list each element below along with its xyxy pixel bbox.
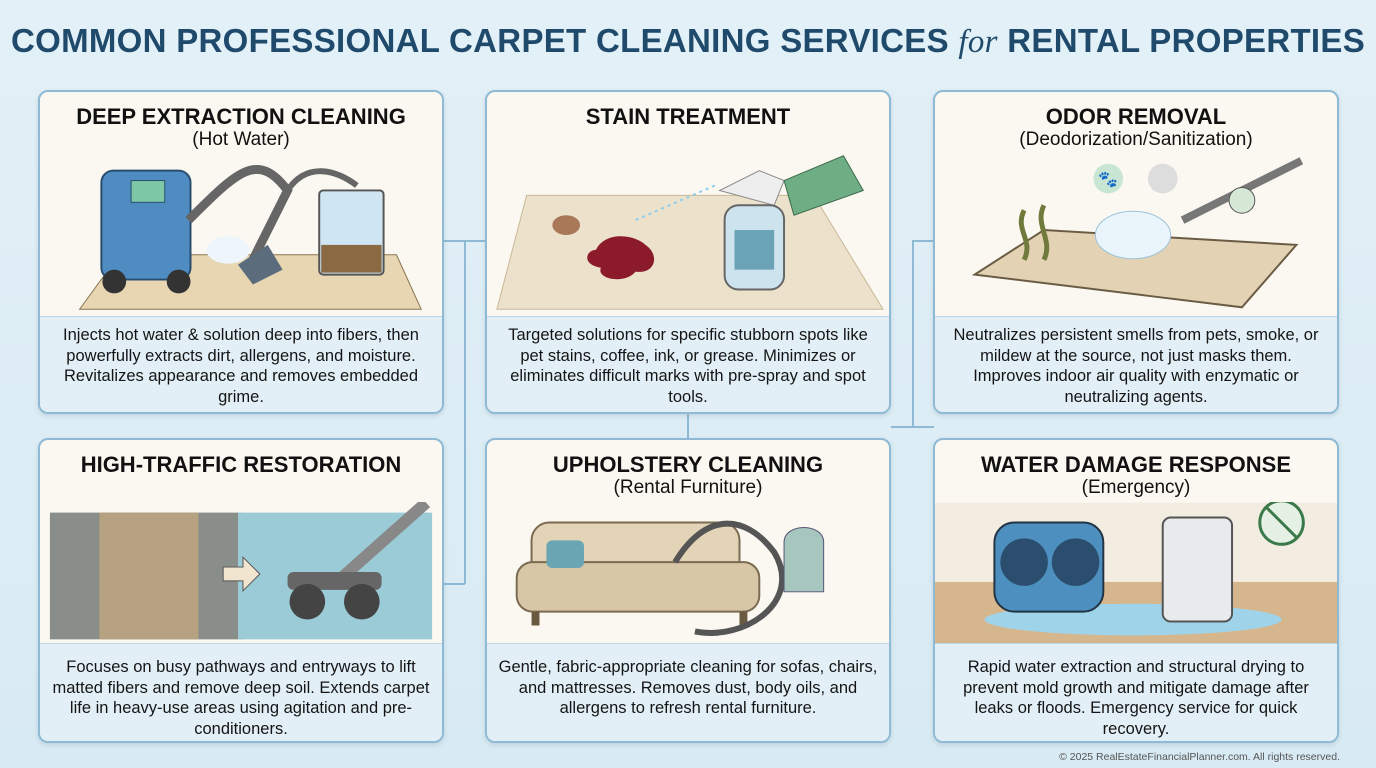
card-title: DEEP EXTRACTION CLEANING [76,104,406,129]
title-connector: for [958,24,998,60]
card-subtitle: (Hot Water) [192,129,290,150]
card-description: Targeted solutions for specific stubborn… [487,316,889,412]
page-title: COMMON PROFESSIONAL CARPET CLEANING SERV… [0,22,1376,61]
connector-line [912,240,914,427]
extraction-machine-icon [78,164,422,310]
card-subtitle: (Deodorization/Sanitization) [1019,129,1253,150]
card-description: Injects hot water & solution deep into f… [40,316,442,412]
card-title: UPHOLSTERY CLEANING [552,452,824,477]
card-subtitle: (Rental Furniture) [613,477,763,498]
card-water-damage-response: WATER DAMAGE RESPONSE(Emergency) Rapid w… [933,438,1339,743]
svg-text:🐾: 🐾 [1098,172,1118,189]
card-title: WATER DAMAGE RESPONSE [980,452,1292,477]
carpet-brush-icon [49,502,433,640]
card-subtitle: (Emergency) [1081,477,1191,498]
connector-line [443,583,465,585]
card-description: Neutralizes persistent smells from pets,… [935,316,1337,412]
card-high-traffic-restoration: HIGH-TRAFFIC RESTORATION Focuses on busy… [38,438,444,743]
card-description: Rapid water extraction and structural dr… [935,643,1337,741]
card-deep-extraction: DEEP EXTRACTION CLEANING(Hot Water) Inje… [38,90,444,414]
card-title: STAIN TREATMENT [585,104,791,129]
title-main: COMMON PROFESSIONAL CARPET CLEANING SERV… [10,22,949,59]
sofa-icon [515,520,825,636]
connector-line [912,240,934,242]
card-odor-removal: ODOR REMOVAL(Deodorization/Sanitization)… [933,90,1339,414]
copyright-footer: © 2025 RealEstateFinancialPlanner.com. A… [1059,751,1340,763]
connector-line [464,240,466,584]
air-mover-icon [935,502,1337,644]
card-description: Gentle, fabric-appropriate cleaning for … [487,643,889,741]
card-description: Focuses on busy pathways and entryways t… [40,643,442,741]
card-title: ODOR REMOVAL [1045,104,1227,129]
title-end: RENTAL PROPERTIES [1007,22,1366,59]
connector-line [891,426,934,428]
card-title: HIGH-TRAFFIC RESTORATION [80,452,402,477]
card-upholstery-cleaning: UPHOLSTERY CLEANING(Rental Furniture) Ge… [485,438,891,743]
deodorizer-icon: 🐾 [971,157,1304,309]
connector-line [687,414,689,438]
card-stain-treatment: STAIN TREATMENT Targeted solutions for s… [485,90,891,414]
spray-bottle-icon [496,155,884,310]
